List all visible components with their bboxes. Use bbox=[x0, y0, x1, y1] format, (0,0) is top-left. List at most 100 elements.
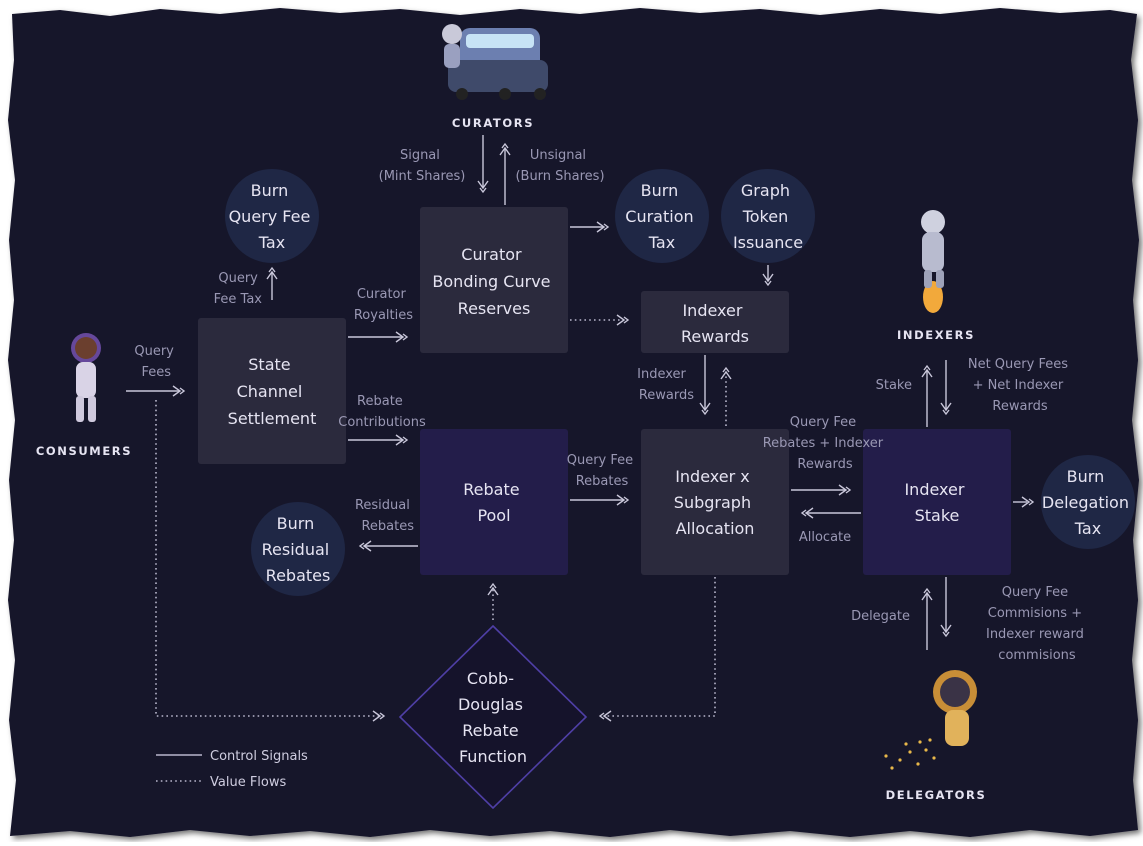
allocation-line-2: Subgraph bbox=[674, 493, 751, 512]
curators-illustration bbox=[442, 24, 548, 100]
state-channel-settlement-box: State Channel Settlement bbox=[198, 318, 346, 464]
bct-line-2: Curation bbox=[625, 207, 693, 226]
curator-royalties-label: Curator Royalties bbox=[354, 287, 413, 323]
rebate-pool-line-2: Pool bbox=[477, 506, 510, 525]
cobb-douglas-line-3: Rebate bbox=[462, 721, 518, 740]
qfrr-label-1: Query Fee bbox=[790, 415, 856, 430]
svg-text:Curator Bonding Curve: Curator Bonding Curve Reserves bbox=[432, 245, 555, 318]
indexers-label: INDEXERS bbox=[897, 328, 975, 342]
comm-label-2: Commisions + bbox=[988, 606, 1082, 621]
bdt-line-2: Delegation bbox=[1042, 493, 1129, 512]
commissions-label: Query Fee Commisions + Indexer reward co… bbox=[986, 585, 1088, 663]
bqft-line-2: Query Fee bbox=[229, 207, 311, 226]
nqf-label-3: Rewards bbox=[992, 399, 1047, 414]
indexer-subgraph-allocation-box: Indexer x Subgraph Allocation bbox=[641, 429, 789, 575]
graph-token-issuance-circle: Graph Token Issuance bbox=[721, 169, 815, 263]
net-query-fees-arrow bbox=[940, 360, 952, 416]
legend-value-flows: Value Flows bbox=[210, 775, 287, 790]
rc-label-1: Rebate bbox=[357, 394, 403, 409]
issuance-arrow bbox=[762, 265, 774, 287]
allocation-to-cobb-douglas-flow bbox=[598, 577, 716, 722]
qfr-label-2: Rebates bbox=[576, 474, 629, 489]
signal-label: Signal (Mint Shares) bbox=[379, 148, 466, 184]
bct-line-3: Tax bbox=[648, 233, 675, 252]
unsignal-label-2: (Burn Shares) bbox=[515, 169, 604, 184]
curator-bonding-line-3: Reserves bbox=[458, 299, 531, 318]
consumers-label: CONSUMERS bbox=[36, 444, 132, 458]
residual-rebates-arrow bbox=[358, 540, 418, 552]
gti-line-1: Graph bbox=[741, 181, 790, 200]
svg-text:Indexer Stake: Indexer Stake bbox=[904, 480, 969, 525]
curator-bonding-line-1: Curator bbox=[461, 245, 522, 264]
bonding-to-rewards-flow bbox=[570, 314, 630, 326]
qfrr-label-3: Rewards bbox=[797, 457, 852, 472]
cobb-douglas-line-4: Function bbox=[459, 747, 527, 766]
state-channel-line-3: Settlement bbox=[228, 409, 317, 428]
commissions-arrow bbox=[940, 577, 952, 638]
legend: Control Signals Value Flows bbox=[156, 749, 308, 790]
allocate-arrow bbox=[800, 507, 861, 519]
unsignal-label: Unsignal (Burn Shares) bbox=[515, 148, 604, 184]
cr-label-1: Curator bbox=[357, 287, 407, 302]
stake-label: Stake bbox=[876, 378, 912, 393]
indexers-illustration bbox=[921, 210, 945, 313]
query-fee-rebates-arrow bbox=[570, 494, 630, 506]
indexer-rewards-line-1: Indexer bbox=[682, 301, 742, 320]
comm-label-1: Query Fee bbox=[1002, 585, 1068, 600]
indexer-stake-line-1: Indexer bbox=[904, 480, 964, 499]
query-fee-rebates-label: Query Fee Rebates bbox=[567, 453, 638, 489]
burn-query-fee-tax-circle: Burn Query Fee Tax bbox=[225, 169, 319, 263]
svg-text:Burn Delegation Ta: Burn Delegation Tax bbox=[1042, 467, 1134, 538]
allocation-line-1: Indexer x bbox=[675, 467, 750, 486]
bdt-line-3: Tax bbox=[1074, 519, 1101, 538]
svg-text:Burn Residual Reba: Burn Residual Rebates bbox=[262, 514, 335, 585]
brr-line-1: Burn bbox=[277, 514, 315, 533]
brr-line-2: Residual bbox=[262, 540, 330, 559]
rebates-rewards-label: Query Fee Rebates + Indexer Rewards bbox=[763, 415, 888, 472]
ir-label-2: Rewards bbox=[639, 388, 694, 403]
svg-text:Indexer Rewards: Indexer Rewards bbox=[681, 301, 749, 346]
curator-royalties-arrow bbox=[348, 331, 409, 343]
delegators-label: DELEGATORS bbox=[886, 788, 987, 802]
consumers-illustration bbox=[71, 333, 101, 422]
consumers-to-cobb-douglas-flow bbox=[155, 400, 386, 722]
rebate-contributions-label: Rebate Contributions bbox=[338, 394, 426, 430]
delegate-label: Delegate bbox=[851, 609, 910, 624]
cobb-douglas-line-2: Douglas bbox=[458, 695, 523, 714]
curators-label: CURATORS bbox=[452, 116, 534, 130]
rr-label-1: Residual bbox=[355, 498, 410, 513]
curator-bonding-line-2: Bonding Curve bbox=[432, 272, 550, 291]
svg-text:Indexer x Subgraph: Indexer x Subgraph Allocation bbox=[674, 467, 756, 538]
comm-label-4: commisions bbox=[998, 648, 1076, 663]
state-channel-line-1: State bbox=[248, 355, 290, 374]
qf-label-2: Fees bbox=[141, 365, 171, 380]
burn-curation-tax-circle: Burn Curation Tax bbox=[615, 169, 709, 263]
bqft-line-3: Tax bbox=[258, 233, 285, 252]
ir-label-1: Indexer bbox=[637, 367, 686, 382]
qft-label-1: Query bbox=[218, 271, 258, 286]
indexer-rewards-line-2: Rewards bbox=[681, 327, 749, 346]
rebate-contributions-arrow bbox=[348, 434, 409, 446]
indexer-stake-box: Indexer Stake bbox=[863, 429, 1011, 575]
bct-line-1: Burn bbox=[641, 181, 679, 200]
signal-label-2: (Mint Shares) bbox=[379, 169, 466, 184]
signal-arrow bbox=[477, 135, 489, 194]
query-fee-tax-arrow bbox=[266, 266, 278, 300]
svg-text:Burn Curation Tax: Burn Curation Tax bbox=[625, 181, 698, 252]
curation-tax-arrow bbox=[570, 221, 610, 233]
allocation-line-3: Allocation bbox=[676, 519, 755, 538]
residual-rebates-label: Residual Rebates bbox=[355, 498, 414, 534]
delegators-illustration bbox=[884, 670, 977, 770]
signal-label-1: Signal bbox=[400, 148, 440, 163]
burn-residual-rebates-circle: Burn Residual Rebates bbox=[251, 502, 345, 596]
qft-label-2: Fee Tax bbox=[214, 292, 263, 307]
delegation-tax-arrow bbox=[1013, 496, 1035, 508]
indexer-rewards-label: Indexer Rewards bbox=[637, 367, 694, 403]
qfr-label-1: Query Fee bbox=[567, 453, 633, 468]
comm-label-3: Indexer reward bbox=[986, 627, 1084, 642]
gti-line-3: Issuance bbox=[733, 233, 803, 252]
burn-delegation-tax-circle: Burn Delegation Tax bbox=[1041, 455, 1135, 549]
bdt-line-1: Burn bbox=[1067, 467, 1105, 486]
